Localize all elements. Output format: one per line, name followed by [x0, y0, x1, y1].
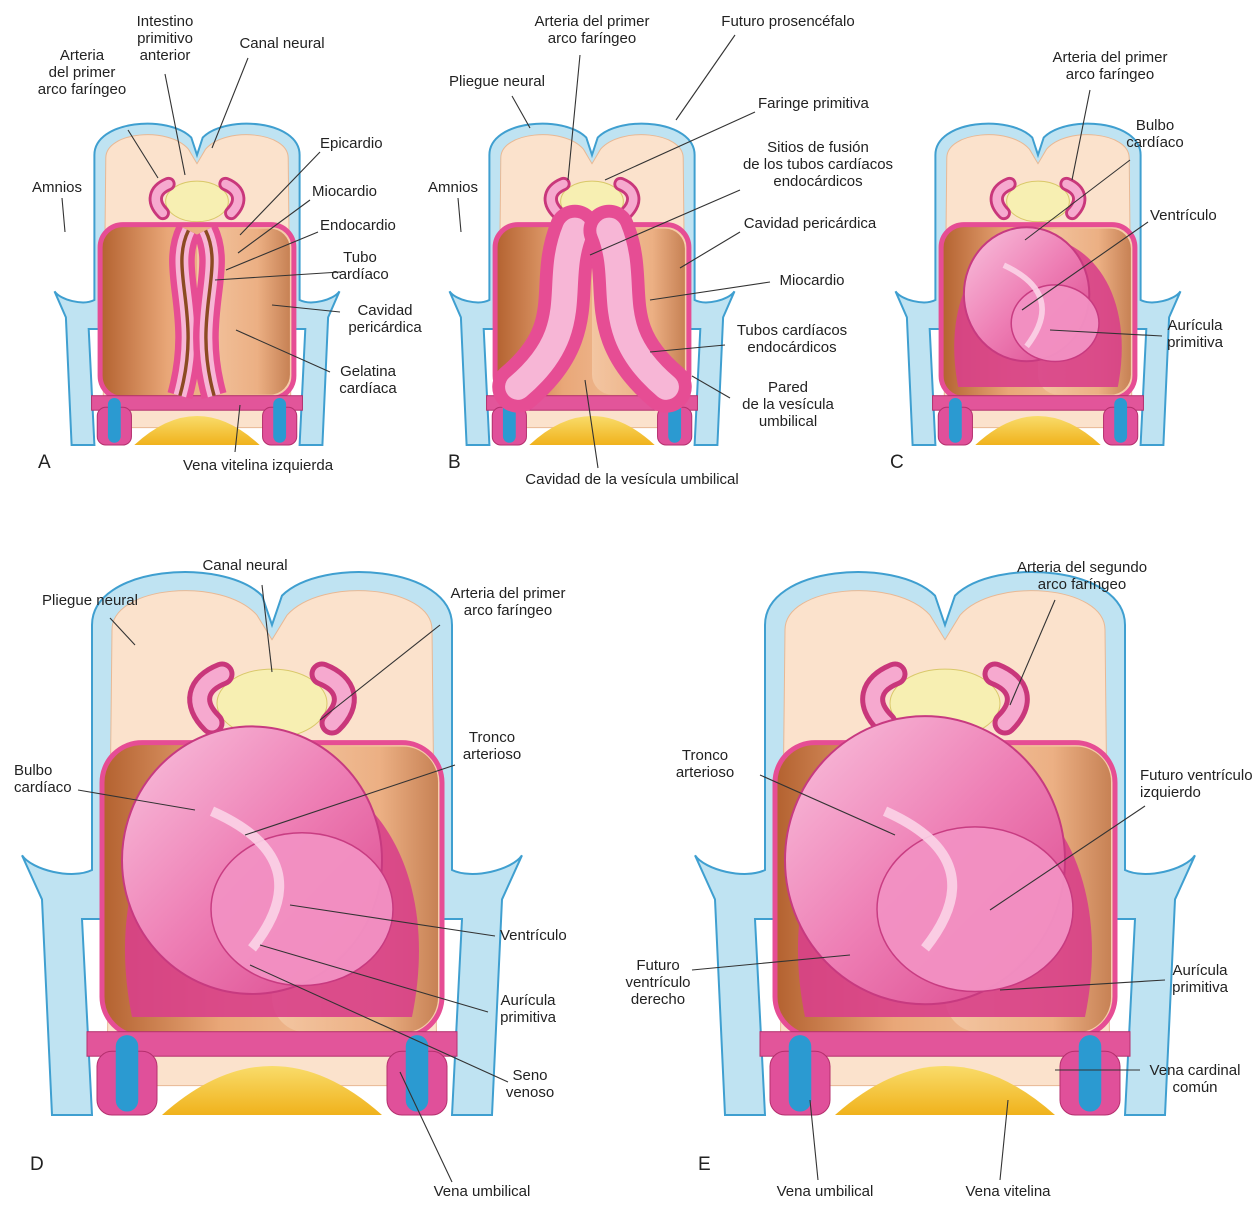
panel-letter-d: D — [30, 1154, 44, 1175]
label-d-canal: Canal neural — [202, 557, 287, 574]
leader-line-b-amnios — [458, 198, 461, 232]
embryo-figures — [22, 124, 1195, 1115]
label-a-epicardio: Epicardio — [320, 135, 383, 152]
label-c-ventriculo: Ventrículo — [1150, 207, 1217, 224]
panel-e-ventricle — [877, 827, 1073, 992]
panel-d-figure — [22, 572, 522, 1115]
panel-letter-b: B — [448, 452, 461, 473]
label-d-arteria: Arteria del primerarco faríngeo — [450, 585, 565, 619]
label-b-amnios: Amnios — [428, 179, 478, 196]
leader-line-b-futuro — [676, 35, 735, 120]
label-b-pliegue: Pliegue neural — [449, 73, 545, 90]
label-b-futuro: Futuro prosencéfalo — [721, 13, 854, 30]
label-d-vena: Vena umbilical — [434, 1183, 531, 1200]
leader-line-a-amnios — [62, 198, 65, 232]
panel-letter-c: C — [890, 452, 904, 473]
label-a-amnios: Amnios — [32, 179, 82, 196]
panel-c-ventricle — [1011, 285, 1099, 362]
label-a-endocardio: Endocardio — [320, 217, 396, 234]
panel-c-figure — [896, 124, 1181, 445]
panel-d-ventricle — [211, 833, 393, 986]
label-a-miocardio: Miocardio — [312, 183, 377, 200]
label-e-vitelina: Vena vitelina — [965, 1183, 1051, 1200]
label-b-miocardio: Miocardio — [779, 272, 844, 289]
panel-c-foregut — [1007, 181, 1070, 222]
label-d-ventriculo: Ventrículo — [500, 927, 567, 944]
label-b-cavidad: Cavidad pericárdica — [744, 215, 877, 232]
leader-line-b-pliegue — [512, 96, 530, 128]
panel-a-foregut — [166, 181, 229, 222]
panel-b-figure — [450, 124, 735, 445]
panel-letter-e: E — [698, 1154, 711, 1175]
label-d-pliegue: Pliegue neural — [42, 592, 138, 609]
label-a-vena: Vena vitelina izquierda — [183, 457, 334, 474]
label-b-faringe: Faringe primitiva — [758, 95, 870, 112]
label-e-umbilical: Vena umbilical — [777, 1183, 874, 1200]
panel-letter-a: A — [38, 452, 51, 473]
panel-e-figure — [695, 572, 1195, 1115]
panel-a-figure — [55, 124, 340, 445]
label-b-cavves: Cavidad de la vesícula umbilical — [525, 471, 738, 488]
label-a-canal: Canal neural — [239, 35, 324, 52]
label-e-futuroizq: Futuro ventrículoizquierdo — [1140, 767, 1253, 801]
